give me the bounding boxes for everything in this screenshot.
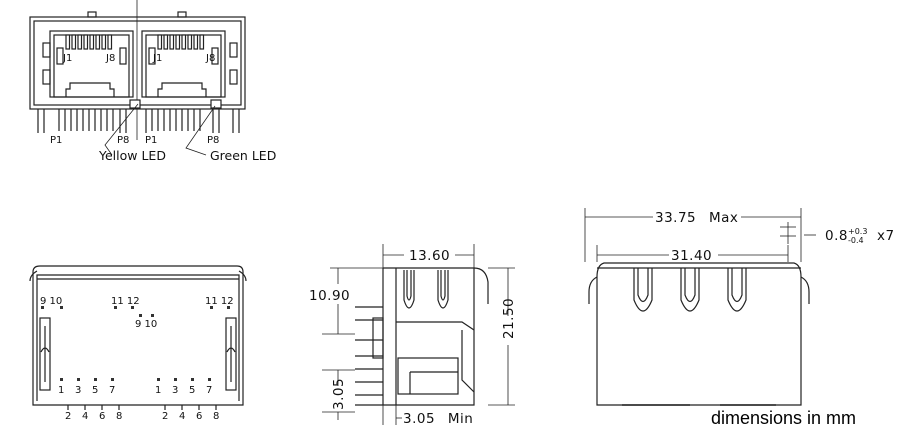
side-pin-length-dim: 3.05 Min	[403, 411, 473, 427]
top-port-1-p1: P1	[50, 135, 62, 146]
front-even-pin-label: 4	[179, 411, 185, 422]
top-view-pins	[37, 109, 240, 133]
rear-pin-thickness-dim: 0.8 +0.3 -0.4 x7	[825, 227, 895, 245]
front-odd-pin-label: 3	[75, 385, 81, 396]
rear-inner-width-dim: 31.40	[671, 248, 712, 264]
contact-fingers	[157, 34, 205, 50]
front-led-pins-mid: 11 12	[111, 296, 140, 307]
front-view: 9 10 11 12 9 10 11 12 1 3 5 7 1 3 5 7	[29, 265, 247, 422]
front-odd-pin-label: 1	[58, 385, 64, 396]
front-odd-pin-label: 5	[189, 385, 195, 396]
rear-view: 33.75 Max 31.40 0.8 +0.3 -0.4 x7	[584, 208, 895, 406]
side-width-dim: 13.60	[409, 248, 450, 264]
front-even-pin-label: 6	[196, 411, 202, 422]
svg-text:+0.3: +0.3	[848, 227, 867, 236]
svg-text:-0.4: -0.4	[848, 236, 864, 245]
units-note: dimensions in mm	[711, 408, 856, 428]
contact-fingers	[65, 34, 113, 50]
top-port-2: J1 J8	[141, 30, 226, 98]
front-led-pins-center: 9 10	[135, 319, 157, 330]
front-even-pin-label: 2	[162, 411, 168, 422]
svg-text:x7: x7	[877, 228, 895, 244]
top-port-1-j8: J8	[105, 53, 115, 64]
front-led-pins-right: 11 12	[205, 296, 234, 307]
green-led-label: Green LED	[210, 148, 276, 163]
top-port-2-j8: J8	[205, 53, 215, 64]
front-even-pin-label: 8	[213, 411, 219, 422]
front-signal-pins	[60, 378, 211, 381]
front-led-pins-left: 9 10	[40, 296, 62, 307]
side-view: 13.60 21.50 10.90 3.05 3.05 Min	[309, 244, 517, 427]
rear-overall-width-dim: 33.75 Max	[655, 210, 738, 226]
yellow-led-label: Yellow LED	[98, 148, 166, 163]
top-port-1-p8: P8	[117, 135, 129, 146]
front-even-pin-label: 8	[116, 411, 122, 422]
front-odd-pin-label: 7	[206, 385, 212, 396]
side-pitch-dim: 3.05	[331, 378, 347, 410]
front-even-pin-label: 4	[82, 411, 88, 422]
front-odd-pin-label: 7	[109, 385, 115, 396]
side-led-height-dim: 10.90	[309, 288, 350, 304]
front-odd-pin-label: 1	[155, 385, 161, 396]
side-height-dim: 21.50	[501, 298, 517, 339]
top-port-2-p8: P8	[207, 135, 219, 146]
svg-text:0.8: 0.8	[825, 228, 848, 244]
top-view: J1 J8 J1 J8	[29, 0, 276, 163]
front-even-pin-label: 6	[99, 411, 105, 422]
top-port-2-j1: J1	[152, 53, 162, 64]
front-bottom-pins	[67, 405, 217, 410]
top-port-2-p1: P1	[145, 135, 157, 146]
front-odd-pin-label: 3	[172, 385, 178, 396]
front-even-pin-label: 2	[65, 411, 71, 422]
top-port-1: J1 J8	[49, 30, 134, 98]
top-port-1-j1: J1	[62, 53, 72, 64]
front-odd-pin-label: 5	[92, 385, 98, 396]
